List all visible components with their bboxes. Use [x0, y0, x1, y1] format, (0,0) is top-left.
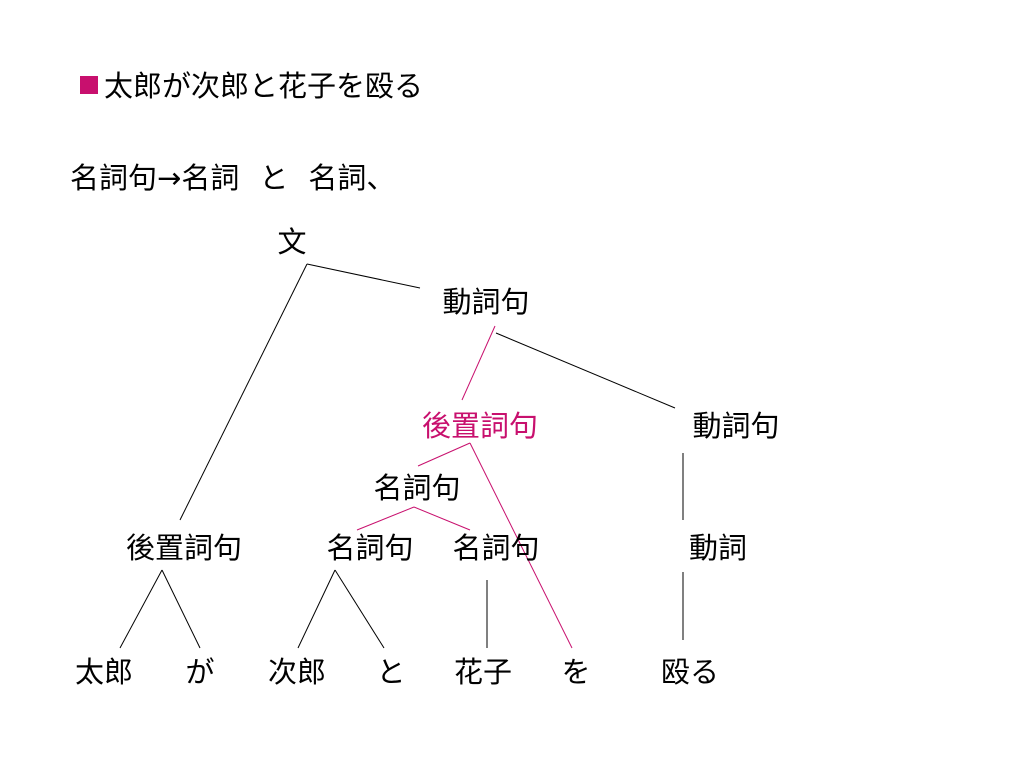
edge-np-mid-np-a: [356, 506, 415, 531]
edge-np-mid-np-b: [413, 506, 471, 531]
leaf-to: と: [376, 655, 406, 689]
rule-rhs-noun-2: 名詞、: [308, 161, 396, 195]
edge-bun-postp-left: [179, 263, 308, 521]
node-vp-right: 動詞句: [692, 409, 780, 443]
leaf-jiro: 次郎: [267, 655, 327, 689]
edge-postp-left-taro: [119, 569, 163, 649]
leaf-wo: を: [561, 655, 591, 689]
rule-lhs: 名詞句: [70, 161, 158, 195]
node-vp-top: 動詞句: [442, 285, 530, 319]
node-postp-left: 後置詞句: [125, 531, 243, 565]
rule-conjunction: と: [259, 161, 289, 195]
edge-bun-vp-top: [306, 263, 421, 289]
rule-arrow-icon: →: [157, 161, 182, 195]
slide-title: 太郎が次郎と花子を殴る: [80, 68, 423, 104]
leaf-naguru: 殴る: [660, 655, 720, 689]
edge-np-a-to: [334, 569, 385, 649]
node-np-a: 名詞句: [326, 531, 414, 565]
node-np-b: 名詞句: [452, 531, 540, 565]
node-postp-highlighted: 後置詞句: [421, 409, 539, 443]
edge-vp-top-vp-right: [495, 332, 676, 409]
node-bun: 文: [277, 225, 307, 259]
node-np-mid: 名詞句: [373, 471, 461, 505]
square-bullet-icon: [80, 76, 98, 94]
leaf-ga: が: [185, 655, 215, 689]
node-verb: 動詞: [688, 531, 748, 565]
rule-rhs-noun-1: 名詞: [181, 161, 240, 195]
edge-postp-hl-np-mid: [417, 442, 471, 467]
leaf-taro: 太郎: [74, 655, 134, 689]
edge-vp-top-postp-hl: [461, 325, 496, 401]
title-text: 太郎が次郎と花子を殴る: [104, 69, 424, 103]
edge-postp-hl-wo: [469, 442, 573, 649]
grammar-rule: 名詞句→名詞と名詞、: [70, 160, 395, 196]
edge-postp-left-ga: [161, 569, 201, 649]
leaf-hanako: 花子: [453, 655, 513, 689]
edge-np-a-jiro: [297, 569, 336, 649]
